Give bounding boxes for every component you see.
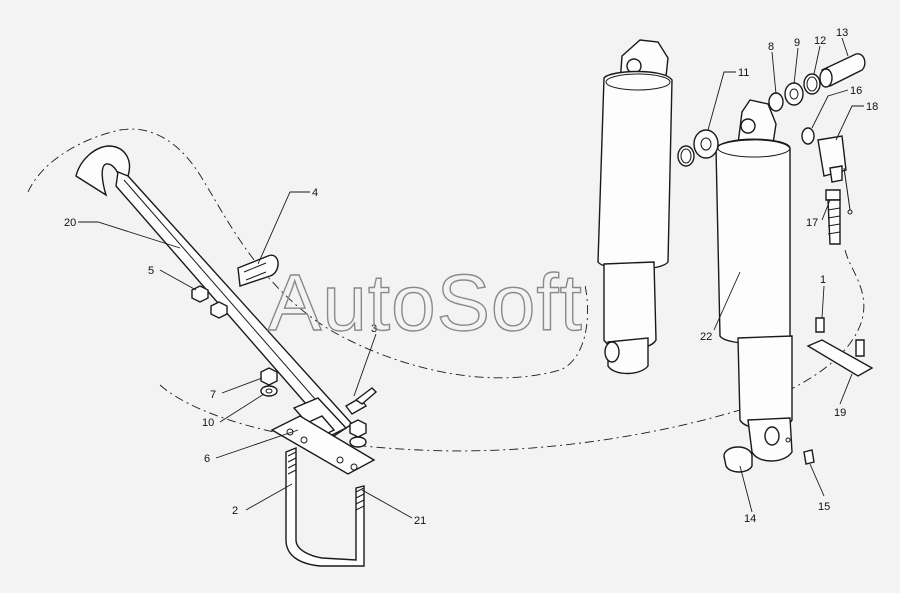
watermark: AutoSoft [268,258,583,347]
u-bolt-large [285,446,365,567]
callout-4: 4 [312,187,318,199]
callout-11: 11 [738,67,749,79]
leader-19 [839,373,853,405]
callout-22: 22 [700,331,712,343]
callout-2: 2 [232,505,238,517]
callout-19: 19 [834,407,846,419]
leader-13 [841,37,849,57]
callout-12: 12 [814,35,826,47]
grease-nipple-15 [803,449,815,465]
boundary-dashed-line-left [27,128,588,379]
leader-21 [361,489,413,519]
callout-15: 15 [818,501,830,513]
pin-13 [819,53,866,88]
bolt-3 [344,387,378,415]
callout-8: 8 [768,41,774,53]
callout-3: 3 [371,323,377,335]
leader-2 [245,483,293,511]
leader-16 [811,89,849,129]
callout-18: 18 [866,101,878,113]
leader-6 [215,429,299,459]
nut-washer-right [349,419,367,448]
u-bolt-small [237,254,279,287]
leader-10 [219,393,265,423]
leader-9 [793,47,799,85]
bracket-plate-19 [806,317,874,377]
leader-3 [353,333,377,397]
leader-7 [221,377,263,394]
hydraulic-cylinder-front [715,99,793,462]
callout-5: 5 [148,265,154,277]
callout-9: 9 [794,37,800,49]
callout-17: 17 [806,217,818,229]
callout-13: 13 [836,27,848,39]
callout-20: 20 [64,217,76,229]
callout-14: 14 [744,513,756,525]
leader-8 [771,51,777,95]
leader-20 [78,221,181,249]
valve-assembly [801,127,853,215]
leader-4 [257,191,310,265]
leader-12 [813,45,821,75]
leader-11 [707,71,736,131]
nut-washer-7-10 [260,367,278,397]
seal-rings [677,73,821,167]
leader-5 [159,269,197,291]
leader-14 [739,465,753,513]
leader-22 [713,271,741,331]
bushing-14 [723,446,753,473]
fitting-17 [825,189,841,245]
hydraulic-cylinder-back [597,39,673,375]
callout-10: 10 [202,417,214,429]
callout-6: 6 [204,453,210,465]
callout-16: 16 [850,85,862,97]
callout-1: 1 [820,274,826,286]
leader-1 [821,285,825,319]
leader-15 [809,463,825,497]
leader-18 [835,105,864,141]
callout-7: 7 [210,389,216,401]
callout-21: 21 [414,515,426,527]
leader-17 [821,199,831,221]
